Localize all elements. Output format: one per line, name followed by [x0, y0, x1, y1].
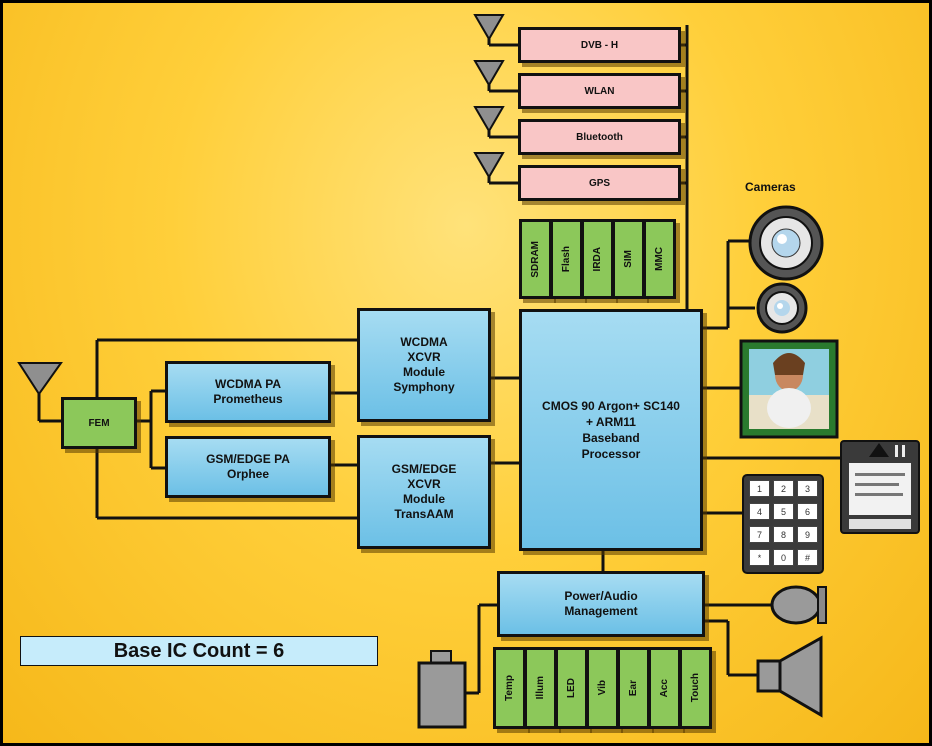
memory-label: IRDA — [592, 246, 603, 272]
memory-block-flash: Flash — [550, 219, 583, 299]
radio-label: WLAN — [584, 85, 615, 97]
wire-layer — [17, 14, 920, 729]
memory-label: SIM — [623, 250, 634, 268]
keypad-key: # — [797, 549, 818, 566]
peripheral-block-ear: Ear — [617, 647, 650, 729]
xcvr-line: GSM/EDGE — [391, 462, 457, 476]
ic-count-text: Base IC Count = 6 — [113, 639, 285, 662]
processor-line: + ARM11 — [586, 415, 636, 429]
peripheral-label: Touch — [690, 673, 701, 703]
pa-line: Orphee — [226, 467, 269, 481]
antenna-icon-cellular — [17, 362, 63, 396]
peripheral-label: Vib — [597, 680, 608, 696]
processor-line: CMOS 90 Argon+ SC140 — [542, 399, 680, 413]
peripheral-block-touch: Touch — [679, 647, 712, 729]
radio-box-wlan: WLAN — [518, 73, 681, 109]
touch-panel-icon — [840, 440, 920, 534]
battery-icon — [417, 650, 467, 729]
radio-label: GPS — [588, 177, 611, 189]
xcvr-line: Module — [403, 492, 445, 506]
antenna-icon-dvbh — [473, 14, 505, 41]
keypad-key: 7 — [749, 526, 770, 543]
radio-label: DVB - H — [580, 39, 619, 51]
keypad-key: 3 — [797, 480, 818, 497]
keypad-key: * — [749, 549, 770, 566]
keypad-key: 2 — [773, 480, 794, 497]
memory-block-sim: SIM — [612, 219, 645, 299]
memory-block-sdram: SDRAM — [519, 219, 552, 299]
power-line: Power/Audio — [564, 589, 638, 603]
radio-box-gps: GPS — [518, 165, 681, 201]
radio-label: Bluetooth — [576, 131, 623, 143]
processor-line: Baseband — [582, 431, 640, 445]
peripheral-block-illum: Illum — [524, 647, 557, 729]
xcvr-line: XCVR — [407, 477, 441, 491]
diagram-canvas: DVB - H WLAN Bluetooth GPS SDRAM Flash I… — [3, 3, 929, 743]
peripheral-label: LED — [566, 678, 577, 698]
xcvr-line: TransAAM — [394, 507, 454, 521]
keypad-key: 6 — [797, 503, 818, 520]
processor-line: Processor — [581, 447, 641, 461]
xcvr-line: WCDMA — [400, 335, 448, 349]
keypad-key: 0 — [773, 549, 794, 566]
wcdma-pa-block: WCDMA PA Prometheus — [165, 361, 331, 423]
keypad-key: 9 — [797, 526, 818, 543]
camera-icon-main — [748, 205, 824, 281]
ic-count-box: Base IC Count = 6 — [20, 636, 378, 666]
fem-label: FEM — [88, 417, 110, 429]
memory-label: MMC — [654, 247, 665, 271]
camera-icon-secondary — [756, 282, 808, 334]
keypad-key: 8 — [773, 526, 794, 543]
fem-block: FEM — [61, 397, 137, 449]
loudspeaker-icon — [756, 635, 823, 718]
memory-label: Flash — [561, 245, 572, 273]
antenna-icon-bluetooth — [473, 106, 505, 133]
peripheral-label: Acc — [659, 678, 670, 698]
memory-block-mmc: MMC — [643, 219, 676, 299]
pa-line: Prometheus — [213, 392, 283, 406]
xcvr-line: Module — [403, 365, 445, 379]
peripheral-label: Illum — [535, 676, 546, 700]
keypad-key: 5 — [773, 503, 794, 520]
keypad-key: 1 — [749, 480, 770, 497]
earpiece-icon — [770, 585, 827, 625]
antenna-icon-gps — [473, 152, 505, 179]
display-icon — [739, 339, 839, 439]
xcvr-line: XCVR — [407, 350, 441, 364]
peripheral-label: Ear — [628, 679, 639, 697]
gsm-pa-block: GSM/EDGE PA Orphee — [165, 436, 331, 498]
antenna-icon-wlan — [473, 60, 505, 87]
xcvr-line: Symphony — [393, 380, 455, 394]
peripheral-block-acc: Acc — [648, 647, 681, 729]
keypad-body — [742, 474, 824, 574]
radio-box-dvbh: DVB - H — [518, 27, 681, 63]
peripheral-block-temp: Temp — [493, 647, 526, 729]
baseband-processor-block: CMOS 90 Argon+ SC140 + ARM11 Baseband Pr… — [519, 309, 703, 551]
keypad-key: 4 — [749, 503, 770, 520]
memory-label: SDRAM — [530, 240, 541, 278]
pa-line: GSM/EDGE PA — [206, 452, 290, 466]
radio-box-bluetooth: Bluetooth — [518, 119, 681, 155]
pa-line: WCDMA PA — [215, 377, 281, 391]
wcdma-xcvr-block: WCDMA XCVR Module Symphony — [357, 308, 491, 422]
peripheral-block-vib: Vib — [586, 647, 619, 729]
antenna-icons — [17, 14, 505, 396]
peripheral-label: Temp — [504, 675, 515, 701]
power-line: Management — [564, 604, 638, 618]
gsm-xcvr-block: GSM/EDGE XCVR Module TransAAM — [357, 435, 491, 549]
cameras-label: Cameras — [745, 180, 796, 194]
peripheral-block-led: LED — [555, 647, 588, 729]
memory-block-irda: IRDA — [581, 219, 614, 299]
power-audio-block: Power/Audio Management — [497, 571, 705, 637]
